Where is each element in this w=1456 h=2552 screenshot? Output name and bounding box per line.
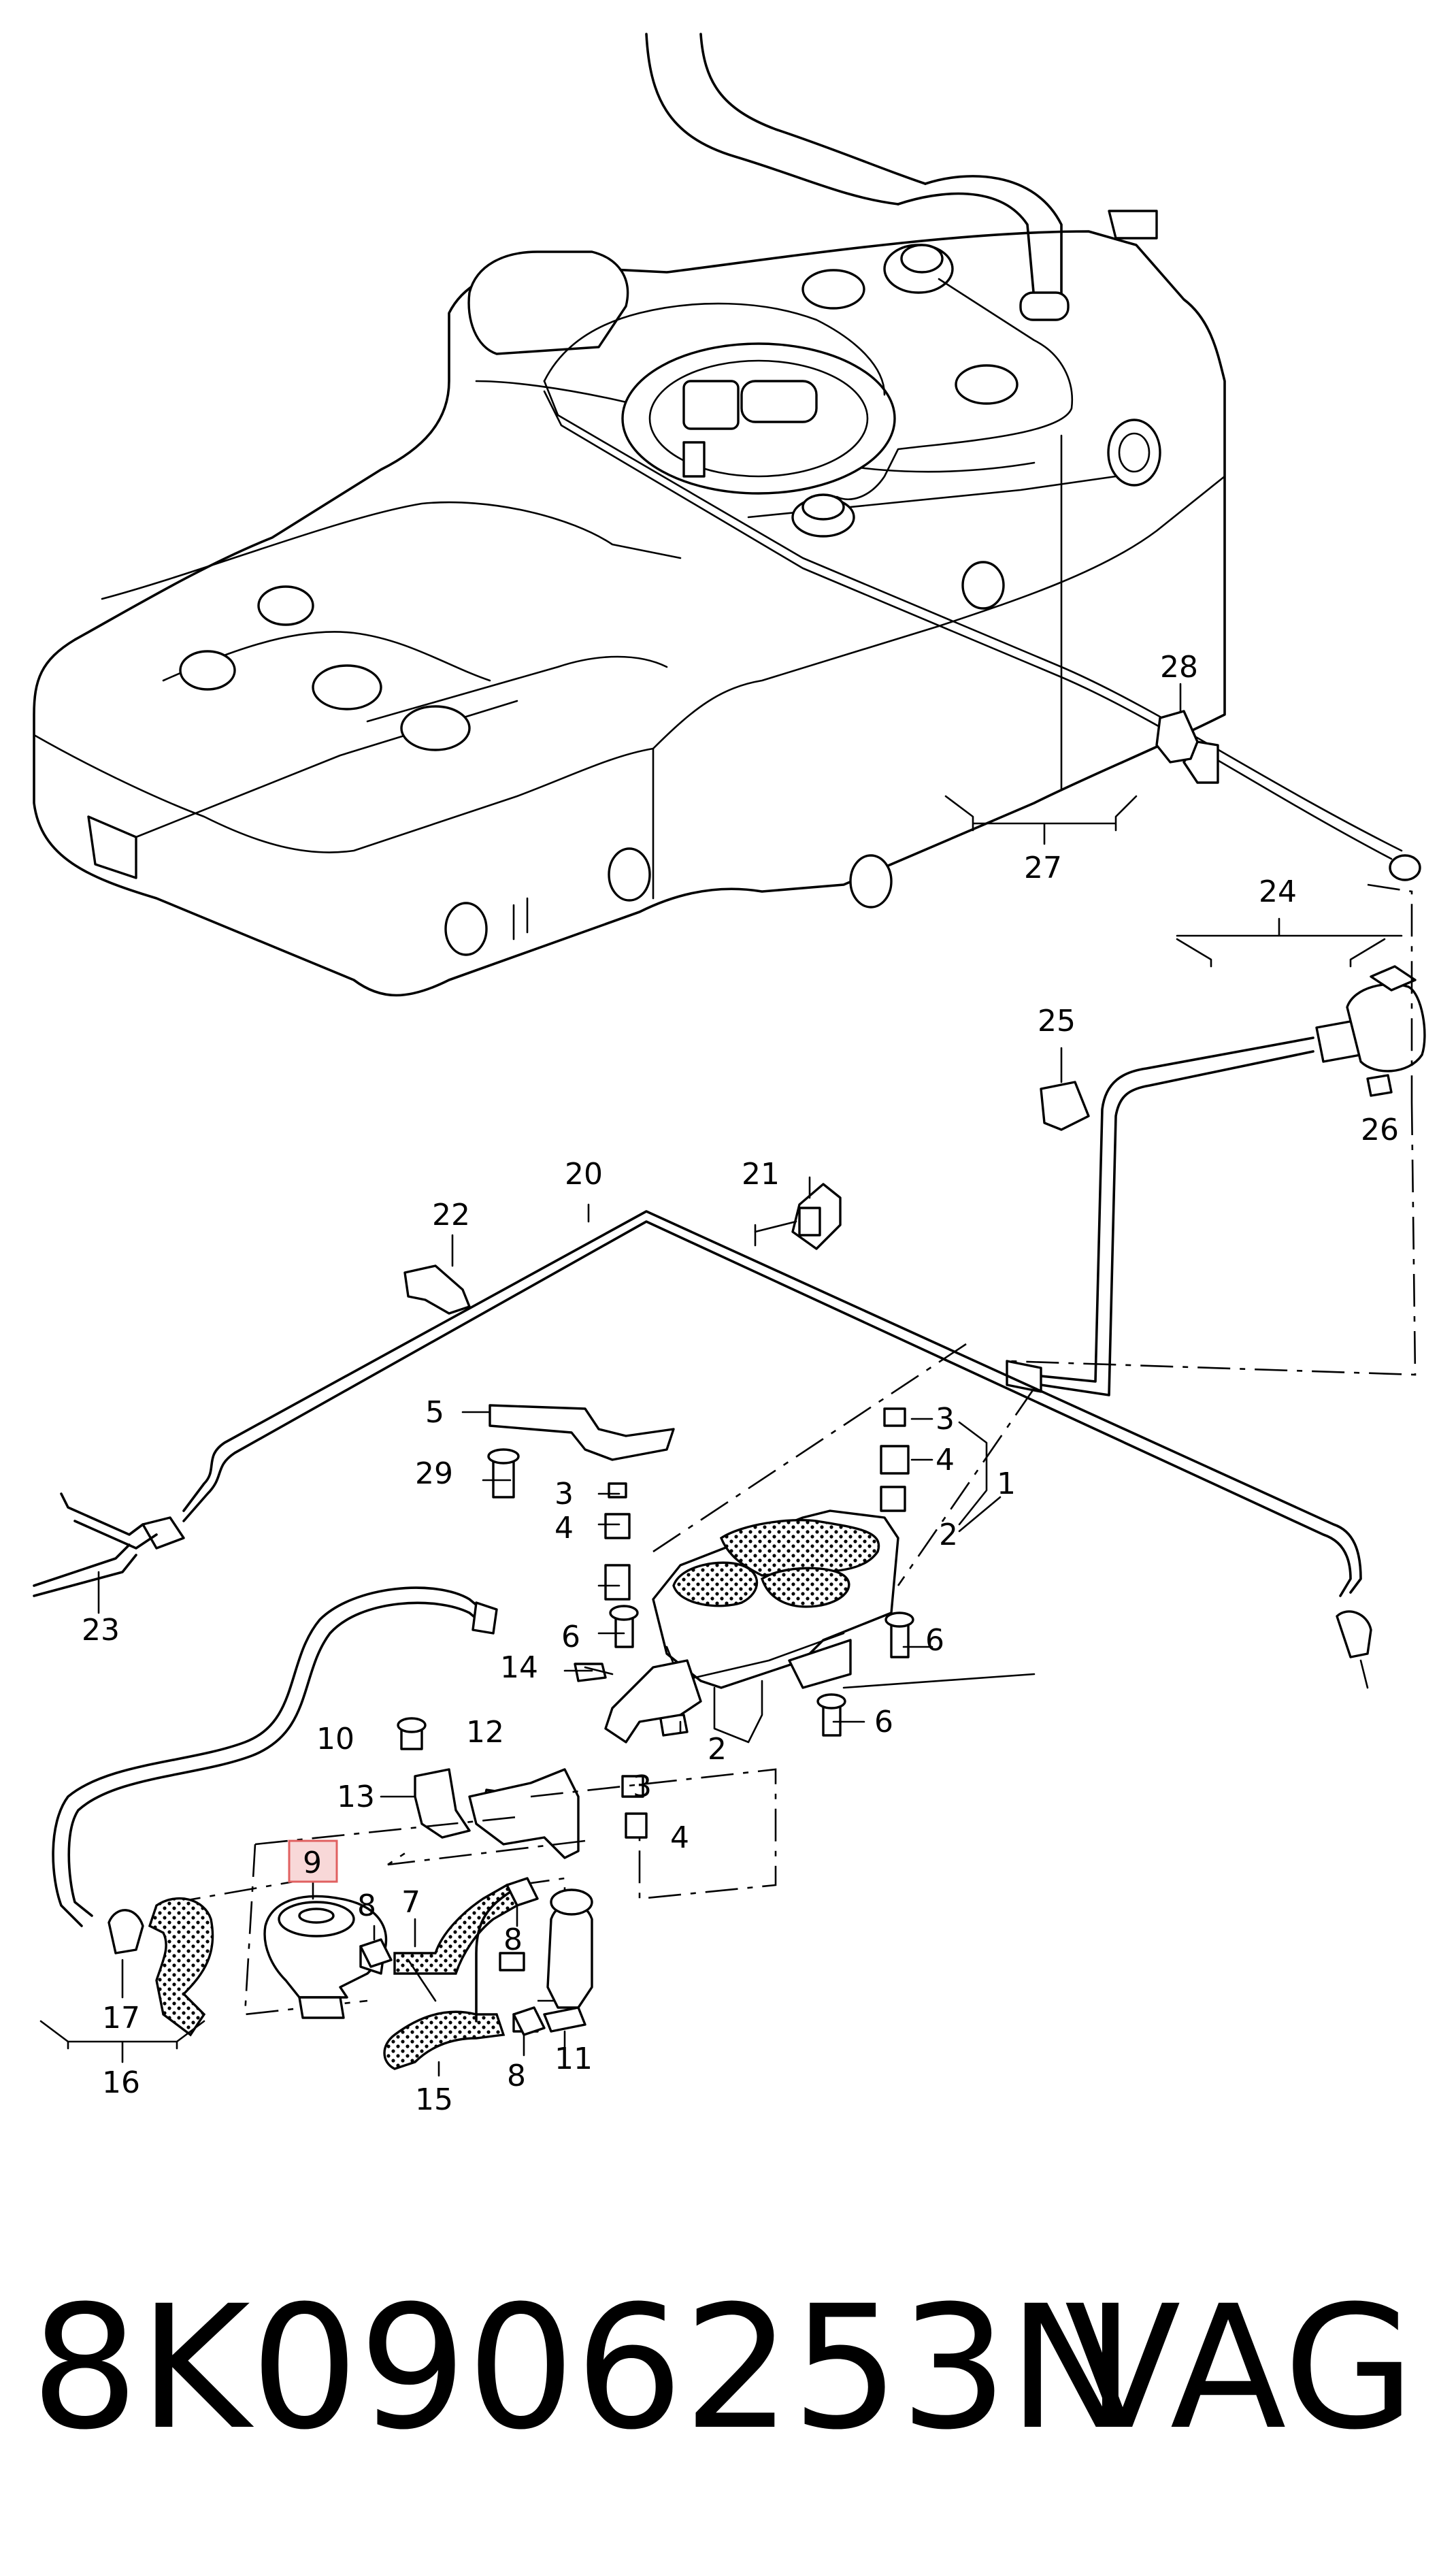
callout-29: 29	[415, 1456, 453, 1491]
callout-28: 28	[1160, 650, 1198, 685]
callout-13: 13	[337, 1780, 375, 1814]
callout-15: 15	[415, 2082, 453, 2117]
callout-25: 25	[1038, 1004, 1076, 1038]
callout-6: 6	[925, 1623, 944, 1658]
callout-12: 12	[466, 1715, 504, 1750]
callout-26: 26	[1361, 1113, 1399, 1147]
charcoal-canister	[652, 1509, 899, 1744]
callout-10: 10	[316, 1722, 354, 1756]
clip-21	[754, 1176, 842, 1250]
callout-14: 14	[500, 1650, 538, 1685]
clip-25	[1040, 1081, 1090, 1131]
vent-pipe-24	[1006, 965, 1426, 1396]
bracket-13	[414, 1768, 471, 1839]
callout-6: 6	[874, 1705, 893, 1739]
fuel-tank	[33, 33, 1421, 997]
brand-text: VAG	[1064, 2269, 1415, 2467]
callout-labels: 1 2 2 3 3 3 4 4 4 5 6 6 6 7 8 8 8 9 10 1…	[82, 650, 1399, 2117]
hose-7	[393, 1883, 519, 1975]
callout-24: 24	[1259, 874, 1297, 909]
clip-28	[1155, 710, 1199, 764]
footer-part-number: 8K0906253N VAG	[31, 2266, 1432, 2470]
hose-15	[383, 2010, 506, 2070]
callout-3: 3	[633, 1769, 652, 1804]
part-number-text: 8K0906253N	[31, 2269, 1136, 2467]
callout-5: 5	[425, 1395, 444, 1430]
callout-4: 4	[555, 1511, 574, 1545]
pipe-20	[33, 1210, 1372, 1689]
callout-1: 1	[997, 1467, 1016, 1501]
callout-9: 9	[303, 1846, 322, 1880]
callout-3: 3	[936, 1402, 955, 1437]
callout-2: 2	[708, 1732, 727, 1767]
callout-21: 21	[742, 1157, 780, 1192]
callout-7: 7	[401, 1885, 420, 1920]
callout-4: 4	[670, 1820, 689, 1855]
callout-20: 20	[565, 1157, 603, 1192]
callout-3: 3	[555, 1477, 574, 1511]
callout-6: 6	[561, 1620, 580, 1654]
clip-22	[403, 1264, 471, 1315]
bracket-5	[489, 1404, 675, 1461]
callout-8: 8	[507, 2059, 526, 2093]
callout-2: 2	[939, 1518, 958, 1552]
parts-diagram: 1 2 2 3 3 3 4 4 4 5 6 6 6 7 8 8 8 9 10 1…	[33, 33, 1426, 2117]
callout-16: 16	[102, 2065, 140, 2100]
part-11	[543, 1888, 593, 2050]
callout-9-highlight	[288, 1839, 338, 1883]
hose-16	[52, 1586, 498, 2037]
callout-11: 11	[555, 2042, 593, 2076]
purge-valve-9	[263, 1877, 388, 2019]
callout-22: 22	[432, 1198, 470, 1232]
bracket-14	[604, 1659, 702, 1744]
callout-17: 17	[102, 2001, 140, 2035]
callout-4: 4	[936, 1443, 955, 1477]
callout-8: 8	[357, 1888, 376, 1923]
callout-27: 27	[1024, 851, 1062, 885]
callout-8: 8	[503, 1923, 523, 1957]
bracket-12	[468, 1768, 580, 1859]
callout-23: 23	[82, 1613, 120, 1648]
